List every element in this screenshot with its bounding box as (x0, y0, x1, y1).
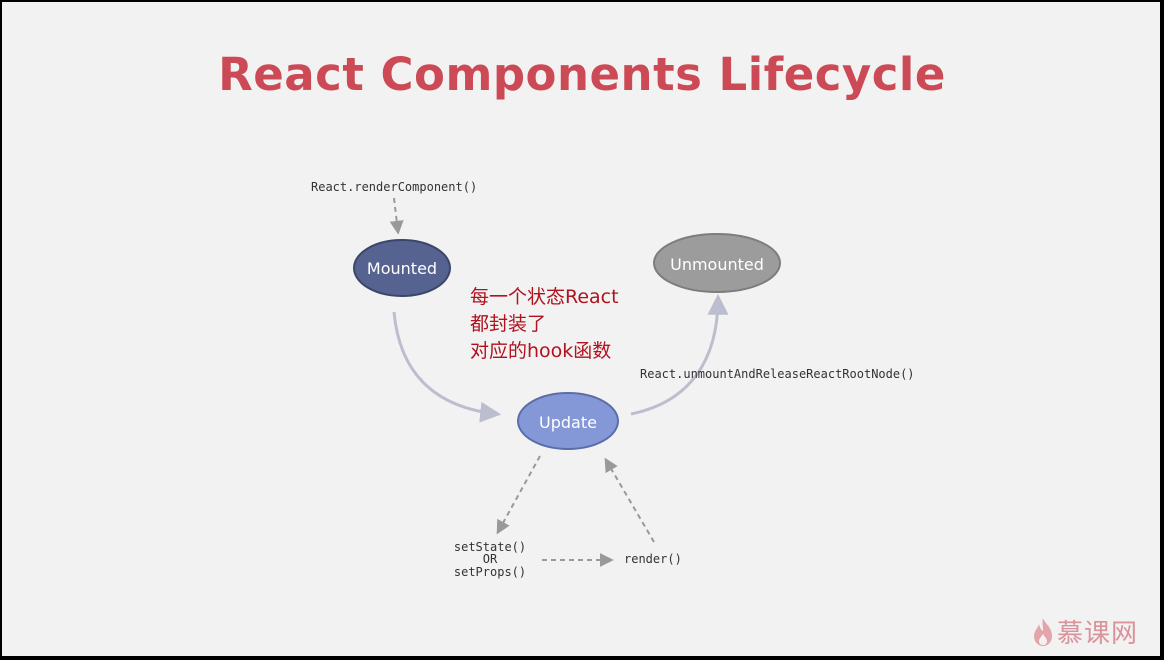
setprops-label: setProps() (454, 565, 526, 579)
mounted-label: Mounted (367, 259, 437, 278)
render-to-update-arrow (604, 457, 655, 543)
watermark-logo: 慕课网 (1032, 613, 1138, 650)
annotation-note: 每一个状态React 都封装了 对应的hook函数 (470, 284, 619, 365)
render-label: render() (624, 552, 682, 566)
unmounted-node: Unmounted (653, 233, 781, 293)
unmount-label: React.unmountAndReleaseReactRootNode() (640, 367, 915, 381)
note-line-1: 每一个状态React (470, 286, 619, 308)
note-line-2: 都封装了 (470, 313, 547, 335)
note-line-3: 对应的hook函数 (470, 340, 612, 362)
update-to-unmounted-arrow (630, 293, 729, 416)
unmounted-label: Unmounted (670, 255, 764, 274)
update-label: Update (539, 413, 597, 432)
render-component-label: React.renderComponent() (311, 180, 477, 194)
logo-text: 慕课网 (1057, 619, 1139, 649)
or-label: OR (483, 552, 498, 566)
update-node: Update (517, 392, 619, 450)
update-to-setstate-arrow (496, 455, 541, 535)
setstate-label: setState() (454, 540, 526, 554)
slide-title: React Components Lifecycle (218, 48, 946, 101)
flame-icon (1034, 617, 1052, 646)
render-component-arrow (389, 197, 404, 235)
mounted-to-update-arrow (392, 311, 502, 423)
mounted-node: Mounted (353, 239, 451, 297)
